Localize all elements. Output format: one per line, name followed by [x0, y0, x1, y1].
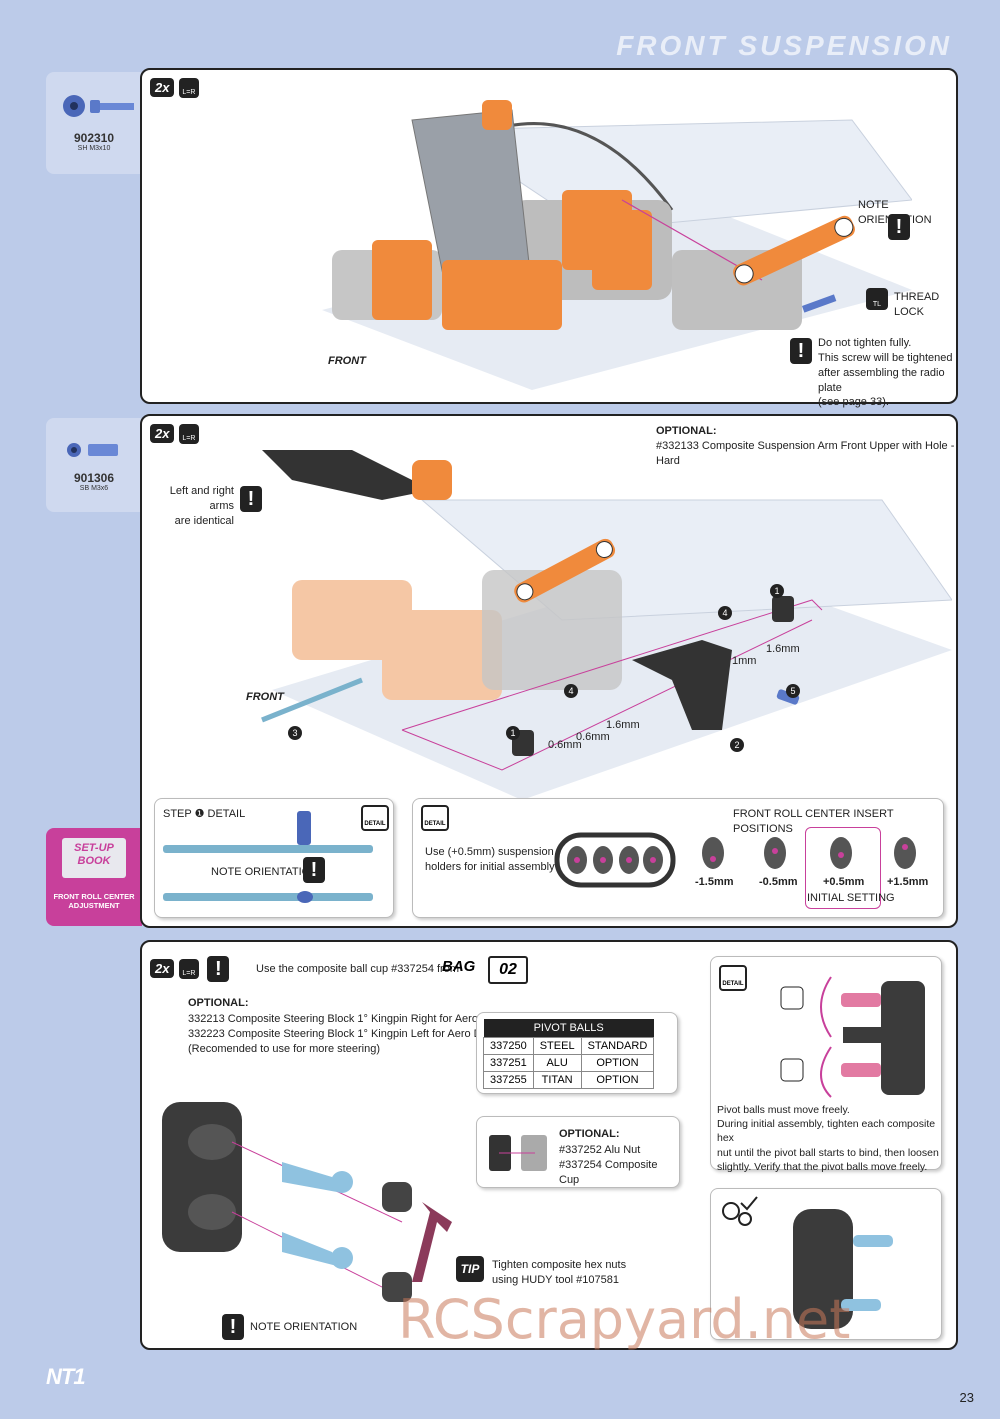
position-label: +0.5mm	[823, 876, 865, 888]
shim-label: 0.6mm	[548, 739, 582, 751]
callout-5: 5	[786, 684, 800, 698]
steering-block-diagram	[162, 1102, 452, 1302]
part-number: 901306	[73, 471, 115, 485]
lr-icon: L=R	[178, 959, 199, 979]
ball-cup-instruction: Use the composite ball cup #337254 from	[256, 963, 460, 975]
step2-panel: 2x L=R OPTIONAL: #332133 Composite Suspe…	[140, 414, 958, 928]
warning-icon: !	[207, 956, 230, 982]
watermark: RCScrapyard.net	[398, 1288, 851, 1351]
nut-optional-title: OPTIONAL:	[559, 1128, 620, 1140]
brand-logo: NT1	[46, 1364, 86, 1389]
note-orientation-label: NOTE ORIENTATION	[250, 1321, 358, 1333]
part-callout-902310: 902310 SH M3x10	[46, 72, 142, 174]
position-label: -0.5mm	[759, 876, 798, 888]
note-orientation-label: NOTE ORIENTATION	[211, 866, 319, 878]
callout-4: 4	[564, 684, 578, 698]
optional-text: 332213 Composite Steering Block 1° Kingp…	[188, 1013, 502, 1055]
qty-badge: 2x	[150, 78, 175, 98]
thread-lock-label: THREAD LOCK	[894, 291, 940, 318]
screw-icon	[63, 95, 134, 117]
step3-panel: 2x L=R ! Use the composite ball cup #337…	[140, 940, 958, 1350]
front-bulkhead-diagram	[322, 100, 912, 390]
tip-icon: TIP	[456, 1256, 484, 1282]
setup-book-callout: SET-UP BOOK FRONT ROLL CENTER ADJUSTMENT	[46, 828, 142, 926]
nut-optional-text: #337252 Alu Nut #337254 Composite Cup	[559, 1144, 658, 1186]
detail-pin-diagram	[163, 811, 373, 903]
warning-icon: !	[303, 857, 325, 883]
warning-icon: !	[240, 486, 262, 512]
suspension-arm-diagram	[261, 450, 952, 800]
roll-center-instruction: Use (+0.5mm) suspension holders for init…	[425, 846, 555, 873]
assembled-steering-block-diagram	[722, 1196, 893, 1329]
part-desc: SH M3x10	[77, 145, 111, 152]
step1-panel: 2x L=R NOTE ORIENTATION ! TL THREAD LOCK…	[140, 68, 958, 408]
step5-detail-box: STEP ❶ DETAIL DETAIL NOTE ORIENTATION !	[154, 798, 394, 918]
tip-text: Tighten composite hex nuts using HUDY to…	[492, 1259, 627, 1286]
identical-arms-note: Left and right arms are identical	[169, 485, 234, 527]
callout-3: 3	[288, 726, 302, 740]
optional-title: OPTIONAL:	[656, 425, 717, 437]
screw-icon	[67, 443, 118, 457]
bag-number-icon: 02	[488, 956, 528, 984]
bag-label: BAG	[442, 958, 476, 975]
shim-label: 0.6mm	[576, 731, 610, 743]
pivot-detail-box: DETAIL Pivot balls must move freely. Dur…	[710, 956, 942, 1173]
part-callout-901306: 901306 SB M3x6	[46, 418, 142, 512]
front-label: FRONT	[246, 691, 284, 703]
roll-center-box: DETAIL FRONT ROLL CENTER INSERT POSITION…	[412, 798, 944, 918]
detail-magnifier-icon: DETAIL	[719, 965, 747, 991]
nut-cup-icon	[489, 1135, 547, 1171]
thread-lock-icon: TL	[866, 288, 888, 310]
front-label: FRONT	[328, 355, 366, 367]
tighten-warning-text: Do not tighten fully. This screw will be…	[818, 337, 953, 409]
setup-caption: FRONT ROLL CENTER ADJUSTMENT	[53, 892, 135, 910]
lr-icon: L=R	[178, 78, 199, 98]
qty-badge: 2x	[150, 959, 175, 979]
warning-icon: !	[222, 1314, 244, 1340]
table-title: PIVOT BALLS	[483, 1019, 654, 1038]
shim-label: 1.6mm	[606, 719, 640, 731]
callout-2: 2	[730, 738, 744, 752]
qty-badge: 2x	[150, 424, 175, 444]
part-desc: SB M3x6	[79, 485, 109, 492]
insert-positions-diagram	[554, 832, 916, 888]
warning-icon: !	[790, 338, 812, 364]
initial-setting-label: INITIAL SETTING	[807, 892, 895, 904]
gears-check-icon	[722, 1196, 758, 1226]
position-label: +1.5mm	[887, 876, 929, 888]
page-title: FRONT SUSPENSION	[616, 30, 952, 61]
detail-magnifier-icon: DETAIL	[361, 805, 389, 831]
callout-1: 1	[506, 726, 520, 740]
page-number: 23	[959, 1390, 974, 1405]
pivot-ball-detail-diagram	[780, 976, 925, 1098]
part-number: 902310	[73, 131, 115, 145]
shim-label: 1mm	[732, 655, 757, 667]
pivot-note-text: Pivot balls must move freely. During ini…	[717, 1104, 939, 1173]
position-label: -1.5mm	[695, 876, 734, 888]
lr-icon: L=R	[178, 424, 199, 444]
initial-setting-highlight	[805, 827, 881, 909]
warning-icon: !	[888, 214, 910, 240]
detail-title: STEP ❶ DETAIL	[163, 808, 246, 820]
detail-magnifier-icon: DETAIL	[421, 805, 449, 831]
callout-4: 4	[718, 606, 732, 620]
optional-title: OPTIONAL:	[188, 997, 249, 1009]
optional-text: #332133 Composite Suspension Arm Front U…	[656, 440, 955, 467]
nut-optional-box: OPTIONAL: #337252 Alu Nut #337254 Compos…	[476, 1116, 680, 1188]
setup-book-icon: SET-UP BOOK	[62, 838, 126, 878]
assembled-view-box	[710, 1188, 942, 1340]
shim-label: 1.6mm	[766, 643, 800, 655]
callout-1: 1	[770, 584, 784, 598]
roll-center-title: FRONT ROLL CENTER INSERT POSITIONS	[733, 808, 894, 835]
